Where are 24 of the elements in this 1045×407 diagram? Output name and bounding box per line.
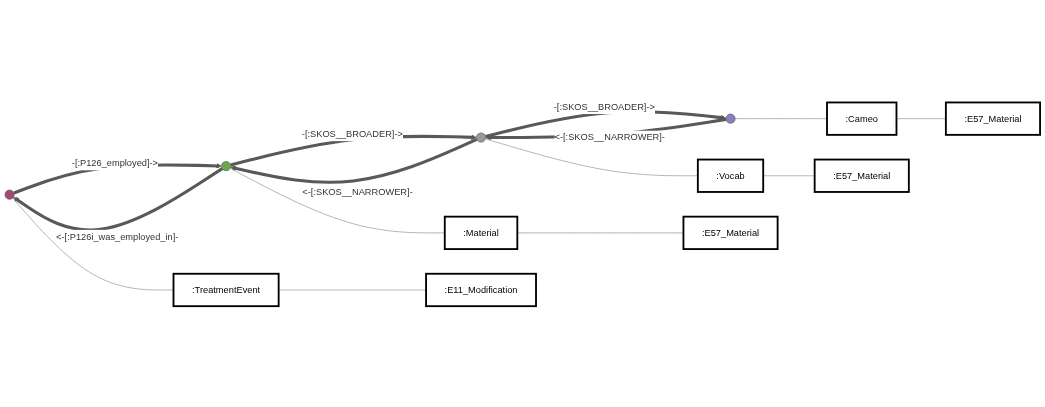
connector	[734, 118, 828, 120]
node-box: :TreatmentEvent	[172, 273, 280, 308]
edge-label: -[:P126_employed]->	[71, 157, 159, 169]
arrow	[230, 138, 478, 185]
node-box: :E57_Material	[944, 101, 1041, 137]
node-circle	[725, 114, 736, 125]
node-box: :Cameo	[826, 101, 898, 137]
node-box: :E57_Material	[682, 216, 779, 251]
node-circle	[4, 190, 15, 201]
node-box: :E57_Material	[813, 159, 910, 194]
edge-label: <-[:SKOS__NARROWER]-	[302, 187, 413, 198]
node-circle	[476, 133, 486, 143]
connector	[517, 233, 684, 234]
edge-label: -[:SKOS__BROADER]->	[553, 101, 655, 113]
node-box: :E11_Modification	[425, 273, 537, 308]
connector	[12, 198, 174, 291]
node-box: :Vocab	[696, 159, 765, 194]
edge-label: <-[:P126i_was_employed_in]-	[56, 231, 179, 242]
node-circle	[221, 161, 231, 172]
connector	[278, 290, 427, 291]
edge-label: -[:SKOS__BROADER]->	[301, 128, 403, 140]
arrow	[13, 167, 224, 232]
edge-label: <-[:SKOS__NARROWER]-	[554, 132, 665, 143]
node-box: :Material	[443, 216, 519, 251]
